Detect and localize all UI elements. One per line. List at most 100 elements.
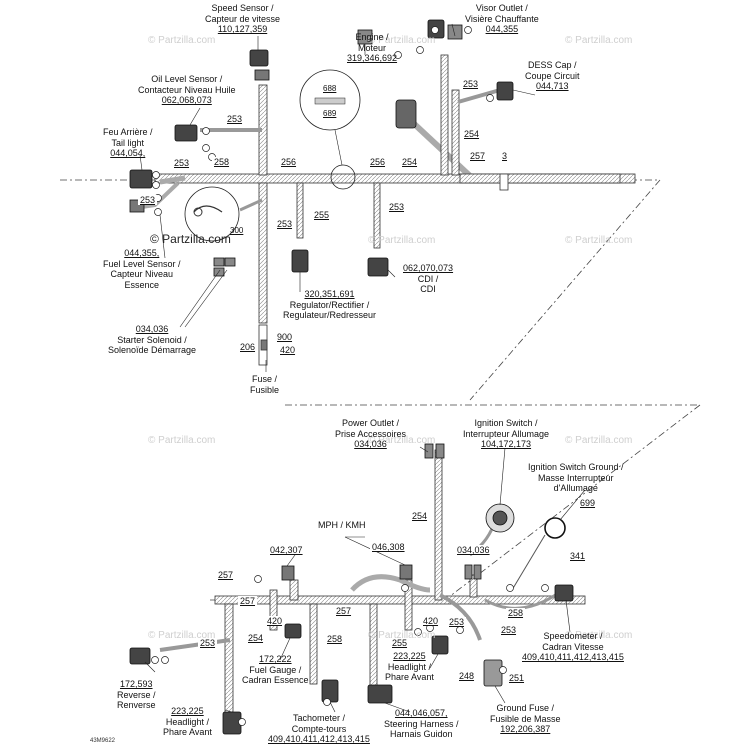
detail-bubble-bottom-ref: 689 xyxy=(323,109,337,118)
kmh-connector xyxy=(399,564,413,580)
ref-253: 253 xyxy=(461,79,481,89)
tachometer-connector xyxy=(321,679,339,703)
oil-level-connector xyxy=(174,124,198,142)
ref-420: 420 xyxy=(278,345,298,355)
lower-connectors xyxy=(129,443,574,735)
headlight-right-connector xyxy=(431,635,449,655)
ref-253: 253 xyxy=(225,114,245,124)
fuel-level-sensor-label: 044,355,Fuel Level Sensor /Capteur Nivea… xyxy=(103,248,181,290)
fuse-label: Fuse /Fusible xyxy=(250,374,280,395)
outlet-terminal-a xyxy=(464,564,473,580)
ref-042-307: 042,307 xyxy=(268,545,305,555)
watermark: © Partzilla.com xyxy=(368,35,436,46)
ref-256: 256 xyxy=(279,157,299,167)
ref-253: 253 xyxy=(387,202,407,212)
watermark: © Partzilla.com xyxy=(565,435,633,446)
speed-sensor-plug xyxy=(254,69,270,81)
ref-253: 253 xyxy=(138,195,158,205)
ref-254: 254 xyxy=(400,157,420,167)
upper-connectors xyxy=(129,19,514,277)
dess-cap-connector xyxy=(496,81,514,101)
ref-253: 253 xyxy=(172,158,192,168)
ref-255: 255 xyxy=(312,210,332,220)
ground-fuse-holder xyxy=(483,659,503,687)
ref-253: 253 xyxy=(275,219,295,229)
ref-254: 254 xyxy=(462,129,482,139)
ignition-ground-label: Ignition Switch Ground /Masse Interrupte… xyxy=(528,462,624,493)
ref-258: 258 xyxy=(325,634,345,644)
reverse-connector xyxy=(129,647,151,665)
watermark: © Partzilla.com xyxy=(148,435,216,446)
ref-258: 258 xyxy=(212,157,232,167)
detail-bubble-top-ref: 688 xyxy=(323,84,337,93)
tail-light-connector xyxy=(129,169,153,189)
outlet-terminal-b xyxy=(473,564,482,580)
mph-connector xyxy=(281,565,295,581)
power-outlet-terminal-1 xyxy=(424,443,434,459)
steering-harness-connector xyxy=(367,684,393,704)
speed-sensor-connector xyxy=(249,49,269,67)
fuel-bubble xyxy=(184,186,240,242)
ref-253: 253 xyxy=(499,625,519,635)
ref-257: 257 xyxy=(334,606,354,616)
fuel-gauge-connector xyxy=(284,623,302,639)
watermark: © Partzilla.com xyxy=(368,630,436,641)
ref-034-036: 034,036 xyxy=(455,545,492,555)
watermark: © Partzilla.com xyxy=(565,35,633,46)
ref-251: 251 xyxy=(507,673,527,683)
leader-lines xyxy=(139,23,586,713)
starter-terminal-2 xyxy=(213,267,225,277)
ref-256: 256 xyxy=(368,157,388,167)
ref-257: 257 xyxy=(238,596,258,606)
ref-206: 206 xyxy=(238,342,258,352)
ref-341: 341 xyxy=(568,551,588,561)
steering-harness-label: 044,046,057,Steering Harness /Harnais Gu… xyxy=(384,708,459,739)
ref-253: 253 xyxy=(198,638,218,648)
mph-kmh-label: MPH / KMH xyxy=(318,520,366,530)
starter-terminal-1 xyxy=(213,257,225,267)
ignition-ground-ring xyxy=(544,517,566,539)
upper-harness xyxy=(134,54,636,366)
visor-outlet-plug xyxy=(447,24,463,40)
ref-254: 254 xyxy=(246,633,266,643)
speedometer-connector xyxy=(554,584,574,602)
ref-420: 420 xyxy=(265,616,285,626)
ref-248: 248 xyxy=(457,671,477,681)
ref-699: 699 xyxy=(578,498,598,508)
ref-254: 254 xyxy=(410,511,430,521)
watermark: © Partzilla.com xyxy=(368,435,436,446)
ref-900: 900 xyxy=(275,332,295,342)
power-outlet-terminal-2 xyxy=(435,443,445,459)
ref-420: 420 xyxy=(421,616,441,626)
ref-253: 253 xyxy=(447,617,467,627)
ref-257: 257 xyxy=(468,151,488,161)
engine-connector xyxy=(395,99,417,129)
oil-level-sensor-label: Oil Level Sensor /Contacteur Niveau Huil… xyxy=(138,74,236,105)
watermark: © Partzilla.com xyxy=(148,630,216,641)
ref-046-308: 046,308 xyxy=(370,542,407,552)
starter-terminal-3 xyxy=(224,257,236,267)
watermark: © Partzilla.com xyxy=(148,35,216,46)
watermark: © Partzilla.com xyxy=(368,235,436,246)
ref-3: 3 xyxy=(500,151,510,161)
watermark: © Partzilla.com xyxy=(565,235,633,246)
detail-bubble xyxy=(299,69,361,190)
watermark: © Partzilla.com xyxy=(565,630,633,641)
